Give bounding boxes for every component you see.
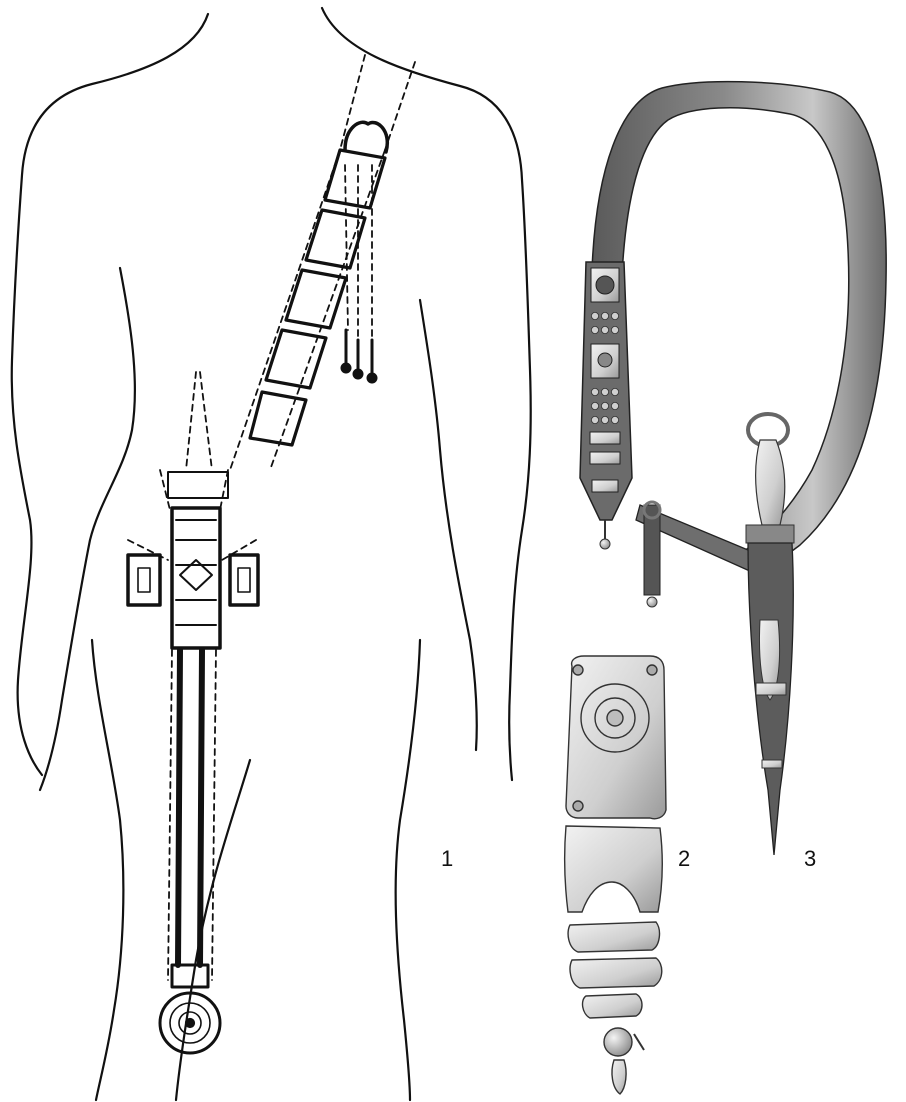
fitting-bar-1	[568, 922, 659, 952]
strap-bar-1	[590, 432, 620, 444]
sword-guard	[746, 525, 794, 543]
strap-end-knob	[600, 539, 610, 549]
arm-inner-left	[40, 268, 135, 790]
strap-boss-top	[596, 276, 614, 294]
belt-assembly	[128, 472, 258, 1053]
sword-grip	[756, 440, 785, 525]
leg-outline-right	[396, 640, 420, 1100]
strap-bar-2	[590, 452, 620, 464]
scabbard-chape-band	[762, 760, 782, 768]
body-outline-right	[322, 8, 531, 780]
figure-label-1: 1	[441, 846, 453, 872]
figure-label-3: 3	[804, 846, 816, 872]
fitting-pendant	[612, 1060, 626, 1094]
pendants	[342, 330, 376, 382]
figure-1-body-reconstruction	[12, 8, 531, 1100]
fitting-boss-center	[607, 710, 623, 726]
arm-inner-right	[420, 300, 477, 750]
fitting-knob-pin	[634, 1034, 644, 1050]
fitting-bar-2	[570, 958, 662, 988]
baldric-ring	[345, 122, 387, 152]
baldric-plates	[250, 150, 385, 445]
fitting-rivet	[647, 665, 657, 675]
side-end-knob	[647, 597, 657, 607]
figure-2-fittings	[565, 656, 666, 1094]
scabbard-band	[756, 683, 786, 695]
leg-outline-left	[92, 640, 123, 1100]
fitting-rivet	[573, 665, 583, 675]
strap-boss-mid	[598, 353, 612, 367]
fitting-bar-3	[583, 994, 642, 1018]
fitting-plate-lower	[565, 826, 662, 912]
strap-bar-3	[592, 480, 618, 492]
shoulder-strap	[592, 82, 886, 572]
fitting-rivet	[573, 801, 583, 811]
figure-label-2: 2	[678, 846, 690, 872]
fitting-knob	[604, 1028, 632, 1056]
